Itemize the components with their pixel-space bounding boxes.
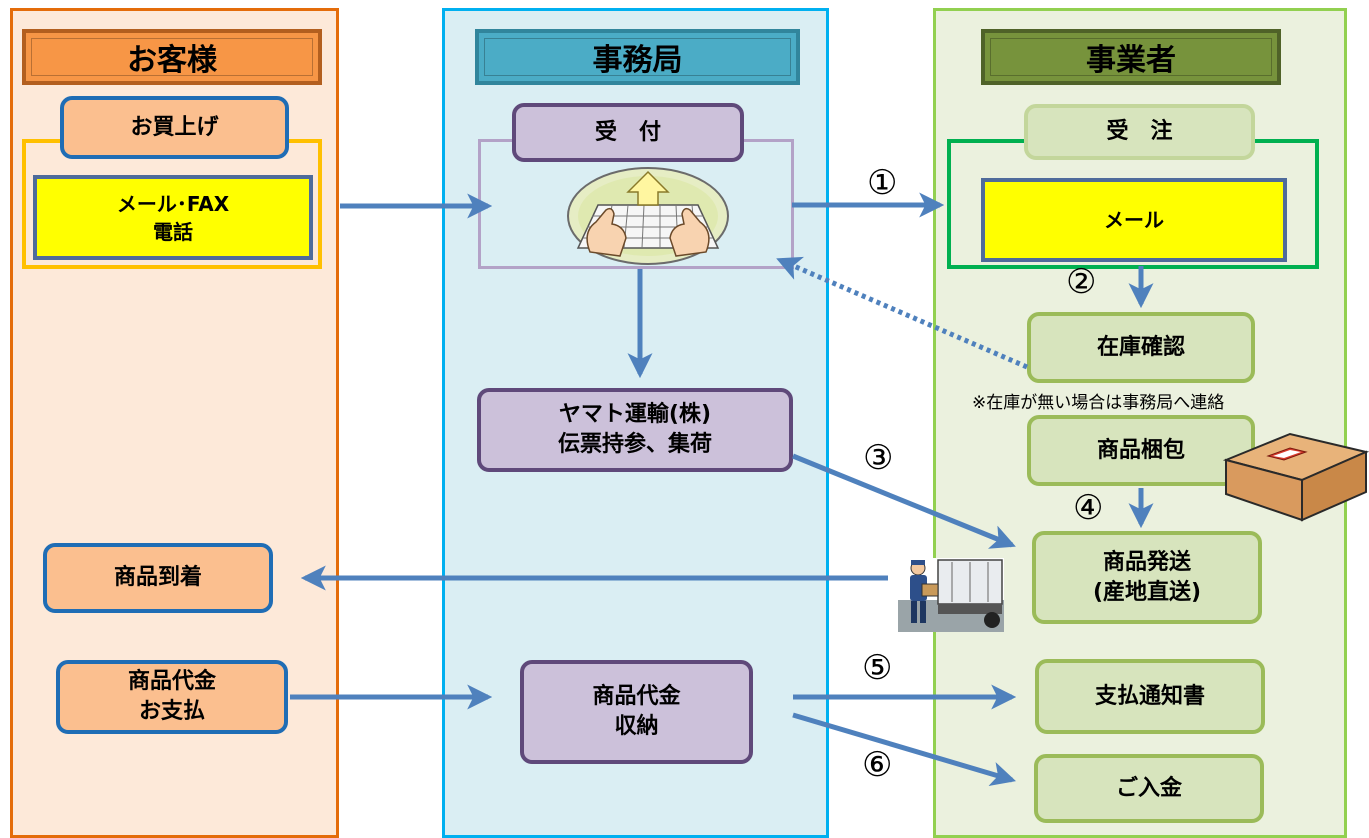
arrow-collection-to-deposit [792,712,1016,787]
arrival-box: 商品到着 [43,543,273,613]
reception-label: 受 付 [594,119,661,145]
stock-check-label: 在庫確認 [1096,334,1185,360]
customer-lane-title: お客様 [127,43,217,78]
arrow-stock-to-reception-dotted [776,256,1028,370]
office-lane-header: 事務局 [475,29,800,85]
collection-line1: 商品代金 [592,684,681,710]
payment-notice-label: 支払通知書 [1094,683,1205,709]
shipping-line1: 商品発送 [1102,549,1191,575]
arrow-yamato-to-shipping [792,453,1016,549]
shipping-box: 商品発送 (産地直送) [1032,531,1262,624]
step-2-label: ② [1066,262,1097,302]
mail-box: メール [981,178,1287,262]
step-1-label: ① [867,163,898,203]
shipping-line2: (産地直送) [1092,579,1202,605]
payment-line2: お支払 [138,699,205,724]
order-methods-box: メール･FAX 電話 [33,175,313,260]
vendor-lane-title: 事業者 [1086,43,1176,78]
order-methods-line2: 電話 [152,219,193,244]
reception-box: 受 付 [512,103,744,162]
keyboard-icon [567,167,729,265]
packing-box: 商品梱包 [1027,415,1255,486]
arrival-label: 商品到着 [113,565,202,591]
vendor-lane-header: 事業者 [981,29,1281,85]
delivery-truck-icon [898,558,1004,632]
purchase-box: お買上げ [60,96,289,159]
deposit-box: ご入金 [1034,754,1264,823]
payment-notice-box: 支払通知書 [1035,659,1265,734]
yamato-line2: 伝票持参、集荷 [557,432,712,457]
step-6-label: ⑥ [862,745,893,785]
deposit-label: ご入金 [1115,775,1182,801]
yamato-line1: ヤマト運輸(株) [558,402,712,428]
packing-label: 商品梱包 [1096,437,1185,463]
collection-line2: 収納 [614,714,659,739]
customer-lane-header: お客様 [22,29,322,85]
payment-box: 商品代金 お支払 [56,660,288,734]
stock-check-box: 在庫確認 [1027,312,1255,383]
order-received-label: 受 注 [1106,119,1173,145]
collection-box: 商品代金 収納 [520,660,753,764]
office-lane-title: 事務局 [592,43,683,78]
stock-note: ※在庫が無い場合は事務局へ連絡 [972,393,1225,413]
cardboard-box-icon [1222,432,1369,522]
step-4-label: ④ [1073,488,1104,528]
purchase-label: お買上げ [130,114,219,140]
mail-label: メール [1104,208,1164,232]
step-5-label: ⑤ [862,648,893,688]
payment-line1: 商品代金 [127,669,216,695]
step-3-label: ③ [863,438,894,478]
order-methods-line1: メール･FAX [116,191,230,216]
yamato-box: ヤマト運輸(株) 伝票持参、集荷 [477,388,793,472]
order-received-box: 受 注 [1024,104,1255,160]
